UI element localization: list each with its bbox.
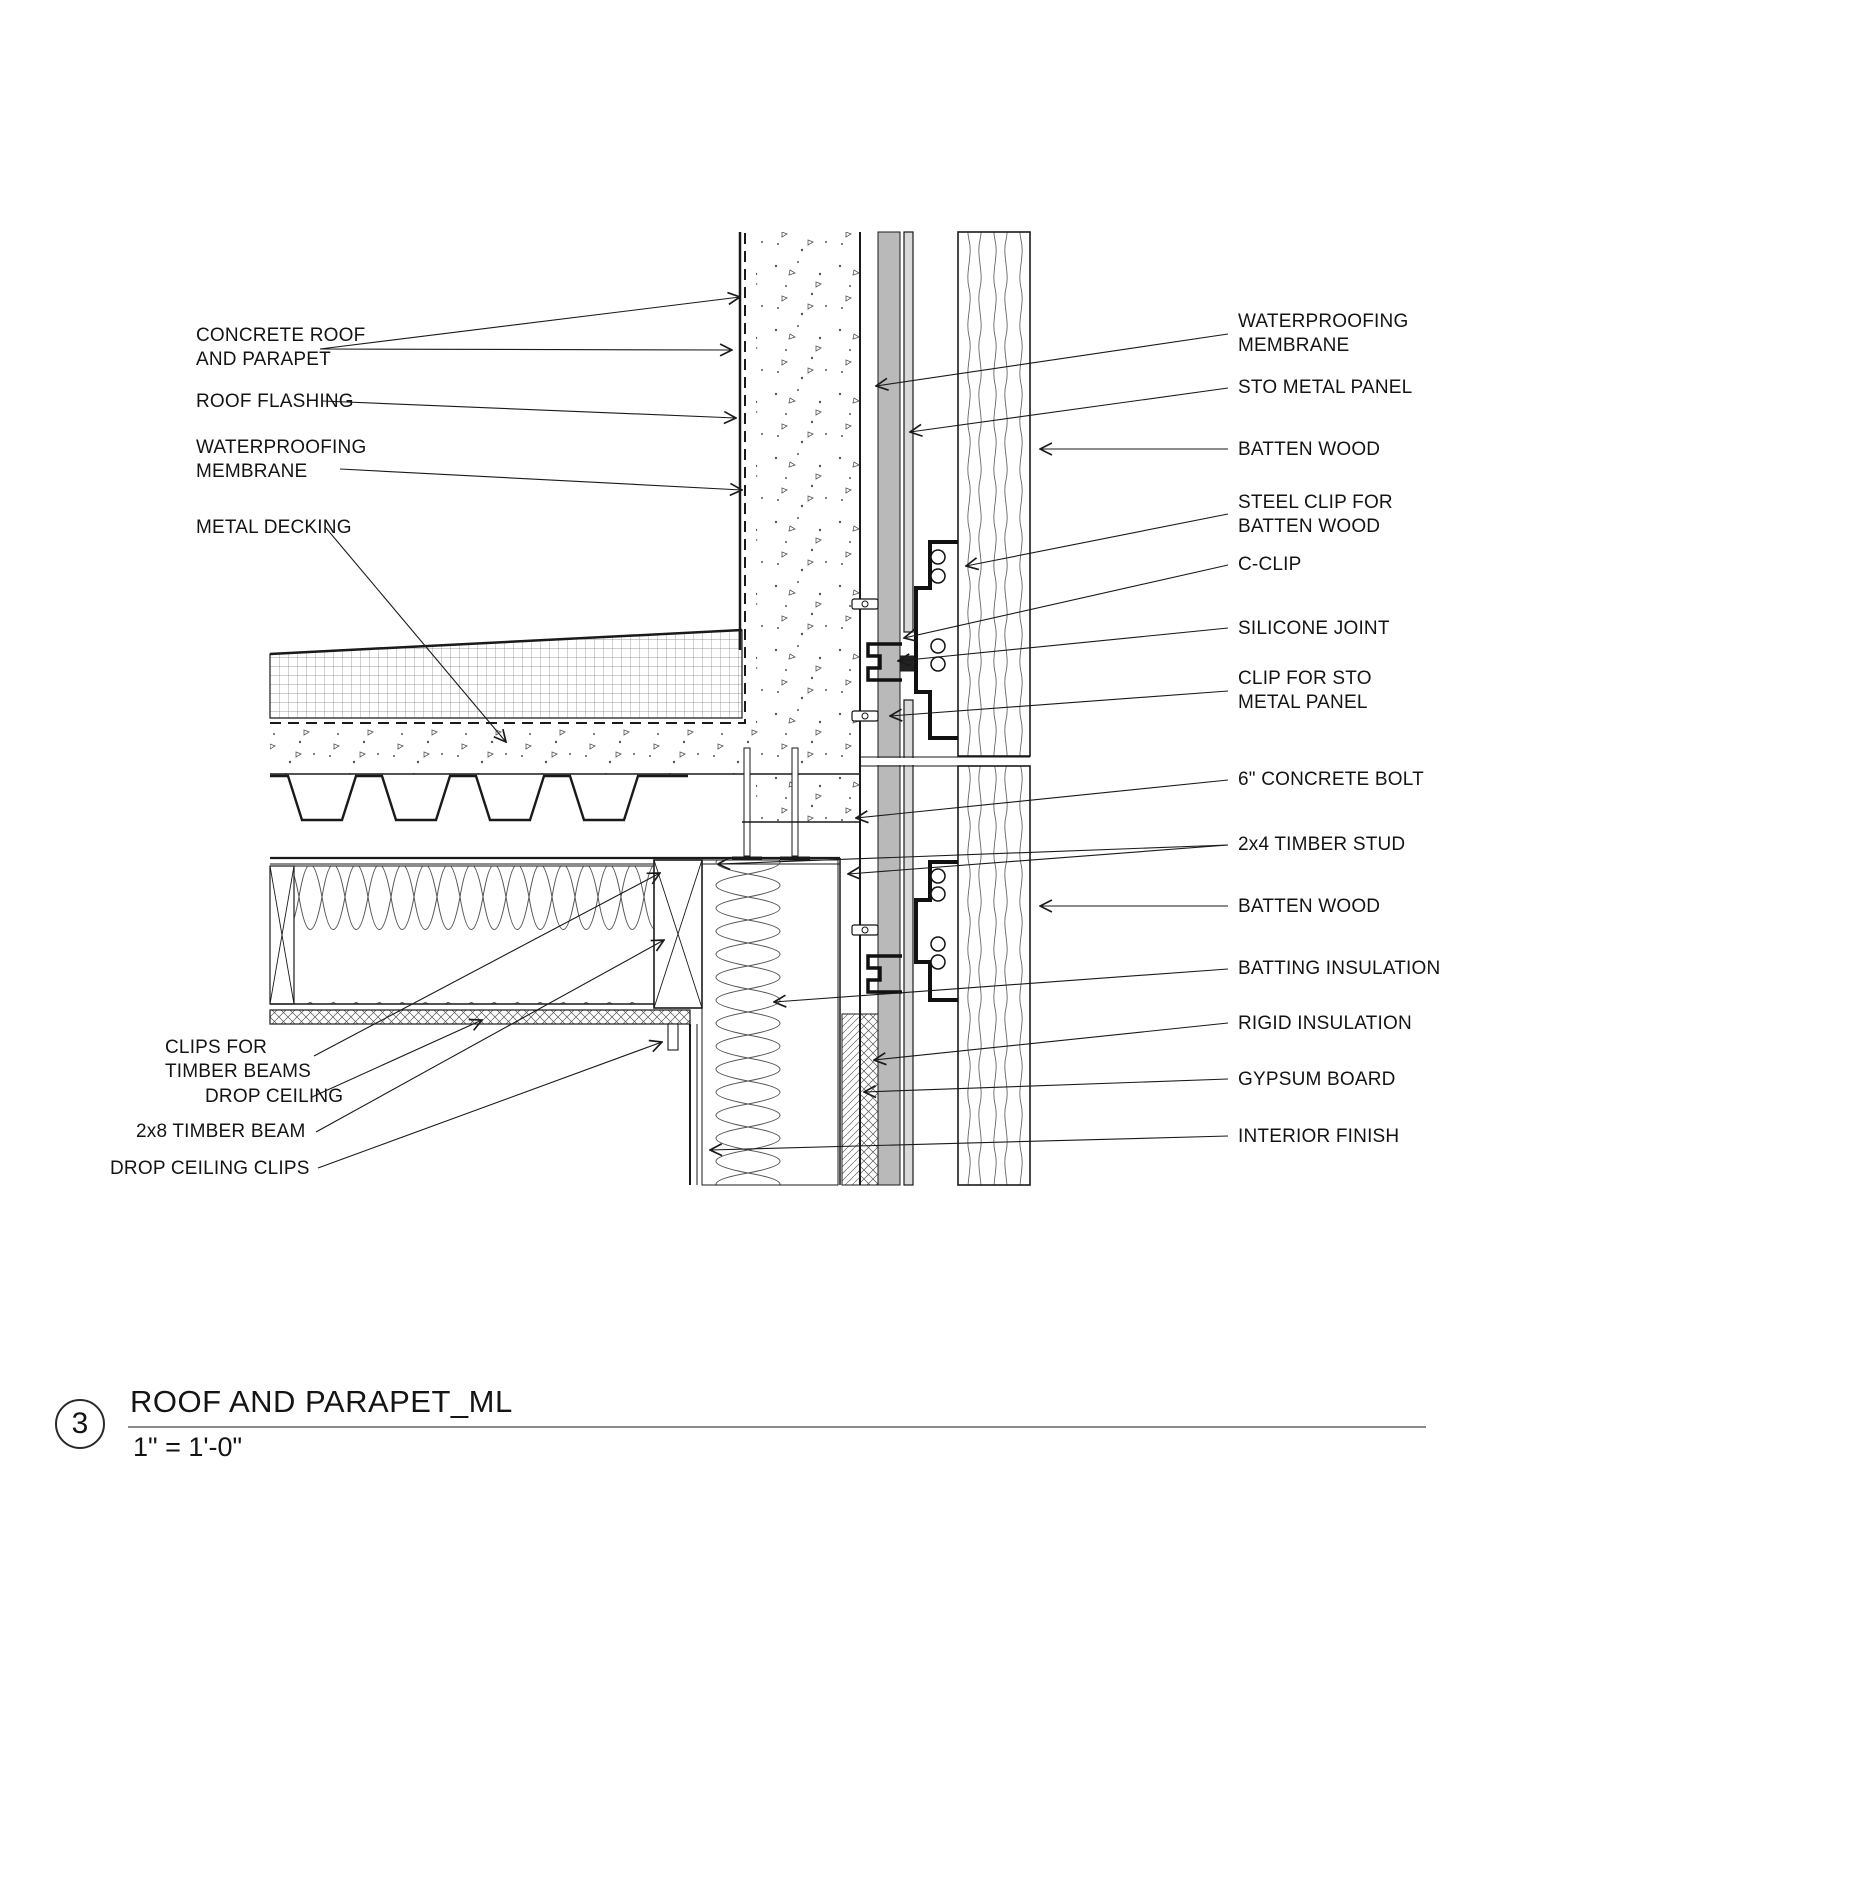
leader-lines (311, 297, 1229, 1169)
silicone-joint-block (899, 655, 917, 672)
waterproofing-membrane-strip (877, 231, 901, 1186)
metal-decking-profile (270, 774, 688, 822)
batten-wood-lower (957, 765, 1031, 1186)
label-concrete-roof-and-parapet: CONCRETE ROOF AND PARAPET (196, 325, 366, 370)
drop-ceiling-board (269, 1009, 691, 1025)
title-underline (128, 1426, 1426, 1428)
concrete-parapet-and-slab (270, 232, 860, 822)
label-roof-flashing: ROOF FLASHING (196, 391, 354, 412)
label-steel-clip-for-batten-wood: STEEL CLIP FOR BATTEN WOOD (1238, 492, 1393, 537)
detail-title: ROOF AND PARAPET_ML (130, 1384, 513, 1419)
detail-scale: 1" = 1'-0" (133, 1432, 243, 1462)
label-clips-for-timber-beams: CLIPS FOR TIMBER BEAMS (165, 1037, 311, 1082)
sto-metal-panel-lower (903, 699, 914, 1186)
label-rigid-insulation: RIGID INSULATION (1238, 1013, 1412, 1034)
label-gypsum-board: GYPSUM BOARD (1238, 1069, 1396, 1090)
label-waterproofing-membrane-left: WATERPROOFING MEMBRANE (196, 437, 367, 482)
label-2x4-timber-stud: 2x4 TIMBER STUD (1238, 834, 1406, 855)
detail-number-bubble: 3 (55, 1399, 105, 1449)
label-silicone-joint: SILICONE JOINT (1238, 618, 1390, 639)
label-c-clip: C-CLIP (1238, 554, 1302, 575)
concrete-bolt (851, 598, 879, 610)
rigid-insulation-strip (859, 1013, 879, 1186)
detail-number: 3 (71, 1407, 89, 1440)
label-sto-metal-panel: STO METAL PANEL (1238, 377, 1413, 398)
batting-insulation-wall (701, 859, 839, 1186)
label-metal-decking: METAL DECKING (196, 517, 352, 538)
drop-ceiling-clip (667, 1023, 679, 1051)
label-clip-for-sto-metal-panel: CLIP FOR STO METAL PANEL (1238, 668, 1372, 713)
label-2x8-timber-beam: 2x8 TIMBER BEAM (136, 1121, 306, 1142)
label-batten-wood-lower: BATTEN WOOD (1238, 896, 1381, 917)
label-batten-wood-upper: BATTEN WOOD (1238, 439, 1381, 460)
label-drop-ceiling: DROP CEILING (205, 1086, 344, 1107)
label-waterproofing-membrane-right: WATERPROOFING MEMBRANE (1238, 311, 1409, 356)
label-interior-finish: INTERIOR FINISH (1238, 1126, 1400, 1147)
batten-wood-upper (957, 231, 1031, 757)
wall-assembly (689, 858, 879, 1186)
label-drop-ceiling-clips: DROP CEILING CLIPS (110, 1158, 310, 1179)
concrete-bolt (851, 924, 879, 936)
label-batting-insulation: BATTING INSULATION (1238, 958, 1441, 979)
batting-insulation-roof (293, 865, 655, 1005)
concrete-bolt (851, 710, 879, 722)
roof-assembly (269, 232, 860, 1051)
gypsum-board-strip (841, 1013, 861, 1186)
label-6in-concrete-bolt: 6" CONCRETE BOLT (1238, 769, 1424, 790)
